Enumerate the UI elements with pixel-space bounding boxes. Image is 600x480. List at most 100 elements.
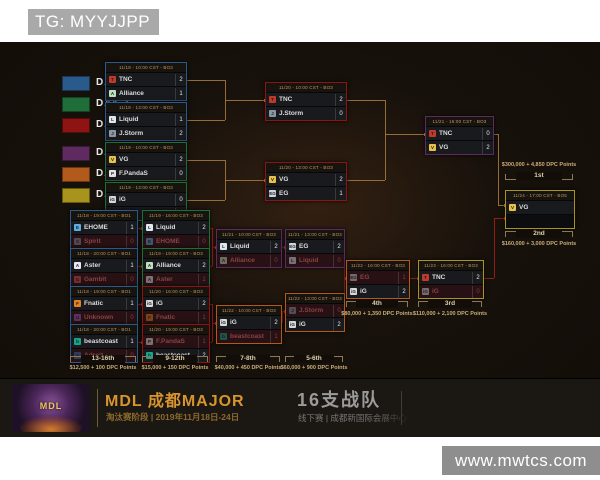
team-name: Liquid [119,116,139,123]
team-logo-icon: iG [146,300,153,307]
match-time: 11/18 - 13:00 CST - BO3 [106,103,186,112]
team-name: Alliance [119,90,144,97]
prize-4th: $80,000 + 1,350 DPC Points [341,311,413,317]
team-score: 2 [333,240,344,253]
team-score: 0 [175,193,186,206]
team-name: iG [156,300,163,307]
event-subtitle: 淘汰赛阶段 | 2019年11月18日-24日 [106,412,240,422]
team-score: 2 [335,93,346,106]
match-time: 11/18 - 20:00 CST - BO1 [71,325,137,334]
team-logo-icon: L [289,257,296,264]
team-logo-icon: F [74,300,81,307]
team-score: 1 [126,259,137,272]
team-score: 2 [333,318,344,331]
team-score: 0 [126,311,137,324]
connector-line [208,228,212,229]
match-time: 11/22 - 10:00 CST - BO3 [217,306,281,315]
connector-line [225,180,226,200]
team-logo-icon: T [109,76,116,83]
team-logo-icon: T [429,130,436,137]
match-time: 11/20 - 10:00 CST - BO3 [266,83,346,92]
connector-line [208,304,212,305]
team-logo-icon: b [146,352,153,359]
team-name: EHOME [156,238,180,245]
team-logo-icon: A [74,352,81,359]
connector-line [385,134,425,135]
team-logo-icon: b [74,338,81,345]
match-time: 11/18 - 20:00 CST - BO1 [71,249,137,258]
connector-line [498,134,499,205]
connector-line [208,342,212,343]
placement-9-12th: 9-12th [142,355,208,363]
team-score: 0 [335,107,346,120]
mdl-logo: MDL [12,384,90,432]
team-logo-icon: V [269,176,276,183]
team-score: 2 [198,349,209,362]
team-name: J.Storm [299,307,324,314]
team-name: EG [360,274,370,281]
team-name: VG [519,204,529,211]
placement-7-8th: 7-8th [216,355,280,363]
team-name: J.Storm [119,130,144,137]
team-logo-icon: U [74,314,81,321]
team-name: Liquid [299,257,319,264]
team-logo-icon: P [146,338,153,345]
team-logo-icon: J [269,110,276,117]
team-logo-icon: V [109,156,116,163]
connector-line [208,266,212,267]
team-name: Alliance [230,257,255,264]
team-score: 2 [198,259,209,272]
team-score: 2 [472,271,483,284]
connector-line [408,278,413,279]
team-logo-icon: T [422,274,429,281]
team-score: 0 [482,127,493,140]
match-time: 11/21 - 16:00 CST - BO3 [426,117,493,126]
match-time: 11/24 - 17:00 CST - BO5 [506,191,574,200]
team-row [506,214,574,228]
team-score: 0 [126,235,137,248]
team-name: Gambit [84,276,107,283]
connector-line [345,180,385,181]
placement-1st: 1st [505,172,573,180]
site-watermark: www.mwtcs.com [442,446,600,475]
team-name: F.PandaS [119,170,148,177]
team-logo-icon: T [269,96,276,103]
team-score: 1 [398,271,409,284]
team-score: 2 [175,127,186,140]
team-name: Unknown [84,314,114,321]
team-name: Aster [156,276,173,283]
match-time: 11/19 - 16:00 CST - BO3 [143,211,209,220]
team-name: iG [230,319,237,326]
banner-divider-2 [401,391,402,425]
team-score: 2 [198,221,209,234]
team-name: VG [439,144,449,151]
team-name: TNC [432,274,446,281]
